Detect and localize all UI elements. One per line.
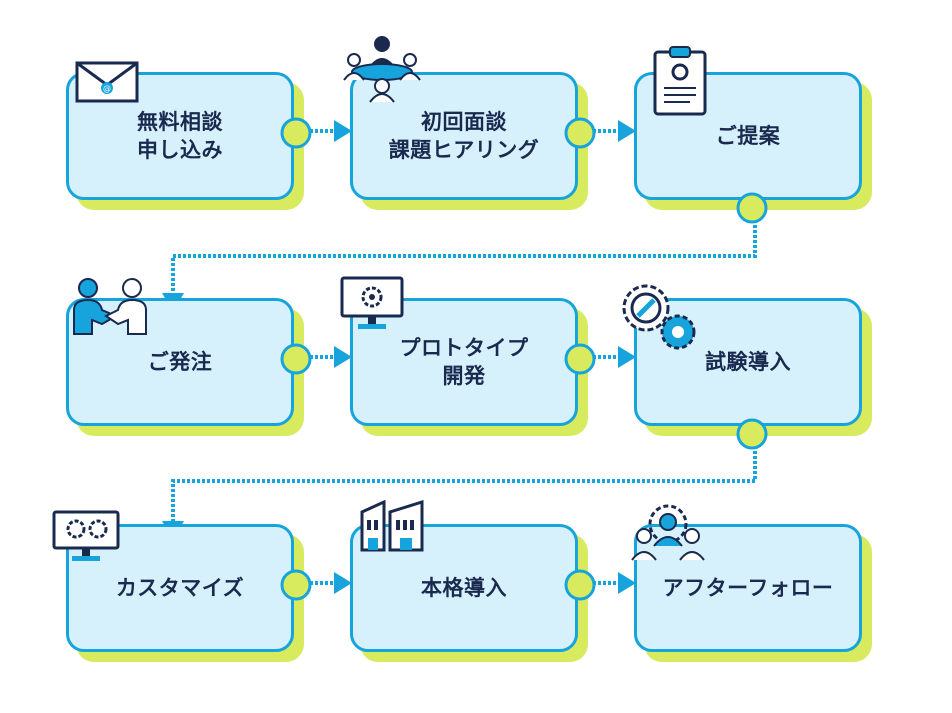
connector-6-7 <box>171 446 757 523</box>
meeting-icon <box>343 36 421 103</box>
step-label: ご提案 <box>715 124 781 148</box>
arrowhead <box>334 572 352 594</box>
gears-icon <box>622 284 696 350</box>
handshake-icon <box>73 278 147 335</box>
arrowhead <box>618 120 636 142</box>
step-label: 本格導入 <box>421 576 507 600</box>
step-label: アフターフォロー <box>662 576 834 600</box>
step-card-2: 初回面談 課題ヒアリング <box>350 72 588 210</box>
support-team-icon <box>631 504 705 561</box>
monitor-gears-icon <box>52 510 120 561</box>
factory-icon <box>360 500 424 552</box>
monitor-gear-icon <box>340 276 404 329</box>
svg-text:@: @ <box>103 84 111 93</box>
step-label: 無料相談 申し込み <box>137 110 223 162</box>
step-label: 試験導入 <box>705 350 791 374</box>
step-label: ご発注 <box>147 350 213 374</box>
step-card-7: カスタマイズ <box>66 524 304 662</box>
step-label: カスタマイズ <box>115 576 245 600</box>
step-card-4: ご発注 <box>66 298 304 436</box>
clipboard-icon <box>653 46 707 116</box>
step-card-5: プロトタイプ 開発 <box>350 298 588 436</box>
step-card-8: 本格導入 <box>350 524 588 662</box>
connector-3-4 <box>171 220 757 295</box>
step-label: プロトタイプ 開発 <box>399 336 529 388</box>
arrowhead <box>334 120 352 142</box>
envelope-icon: @ <box>75 61 139 103</box>
step-label: 初回面談 課題ヒアリング <box>388 110 540 162</box>
step-card-1: 無料相談 申し込み <box>66 72 304 210</box>
step-card-9: アフターフォロー <box>634 524 872 662</box>
arrowhead <box>618 572 636 594</box>
arrowhead <box>334 346 352 368</box>
arrowhead <box>618 346 636 368</box>
